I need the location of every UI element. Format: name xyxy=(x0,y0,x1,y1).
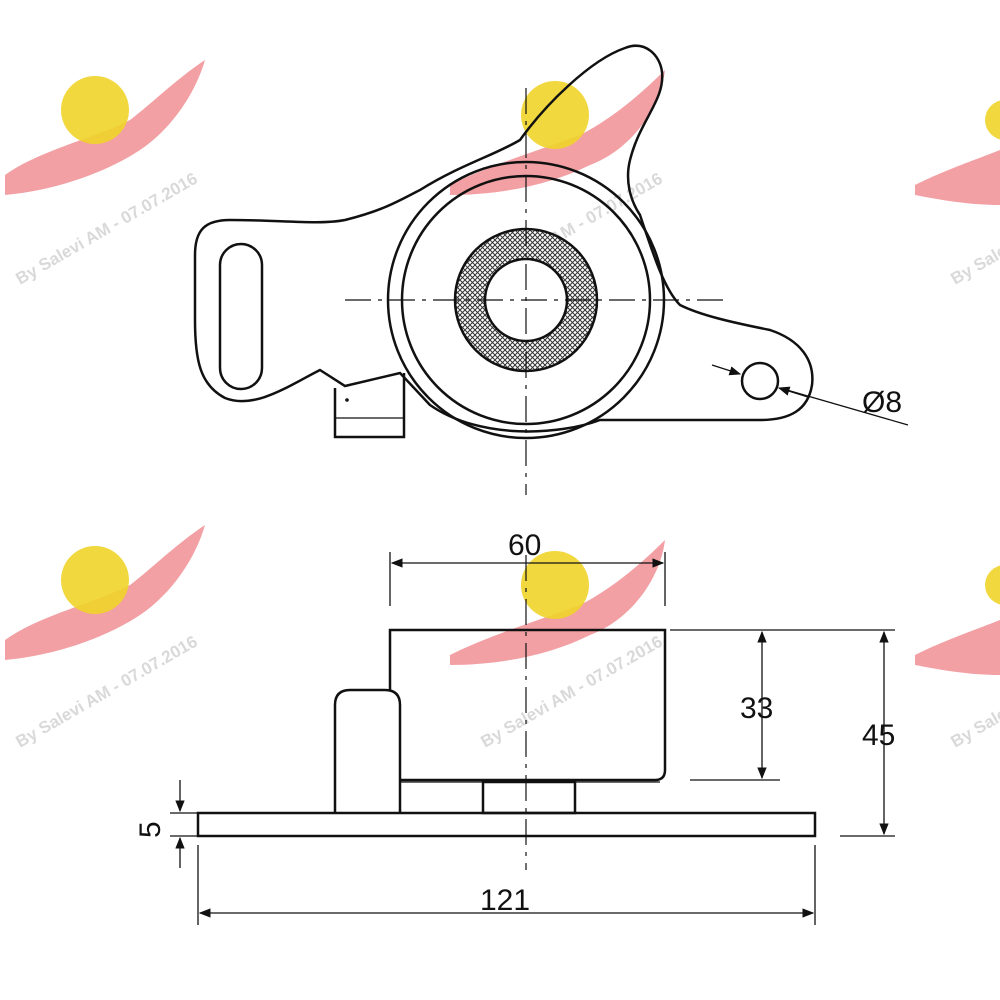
total-length-label: 121 xyxy=(480,884,530,917)
watermark-logo xyxy=(450,540,665,665)
mounting-stub xyxy=(333,373,406,439)
watermark-logo xyxy=(450,70,665,195)
width-top-label: 60 xyxy=(508,529,541,562)
top-view: Ø8 xyxy=(193,44,909,495)
marker-dot xyxy=(345,398,349,402)
adjustment-slot xyxy=(218,242,264,391)
roller-height-label: 33 xyxy=(740,692,773,725)
tensioner-bracket-outline xyxy=(193,44,814,433)
watermark-logo xyxy=(915,565,1000,675)
mounting-post xyxy=(333,688,402,813)
hub xyxy=(481,780,577,815)
base-plate xyxy=(196,811,817,838)
total-height-label: 45 xyxy=(862,719,895,752)
pivot-hole xyxy=(740,361,780,401)
watermark-logo xyxy=(5,525,205,660)
plate-thickness-label: 5 xyxy=(134,821,167,838)
side-view: 60 33 45 5 121 xyxy=(134,529,895,925)
leader-line xyxy=(711,364,742,376)
watermark-logo xyxy=(915,100,1000,205)
leader-line xyxy=(777,386,809,398)
roller-body xyxy=(388,628,667,782)
watermark-logo xyxy=(5,60,205,195)
leader-line xyxy=(779,387,909,426)
hole-diameter-label: Ø8 xyxy=(862,386,902,419)
